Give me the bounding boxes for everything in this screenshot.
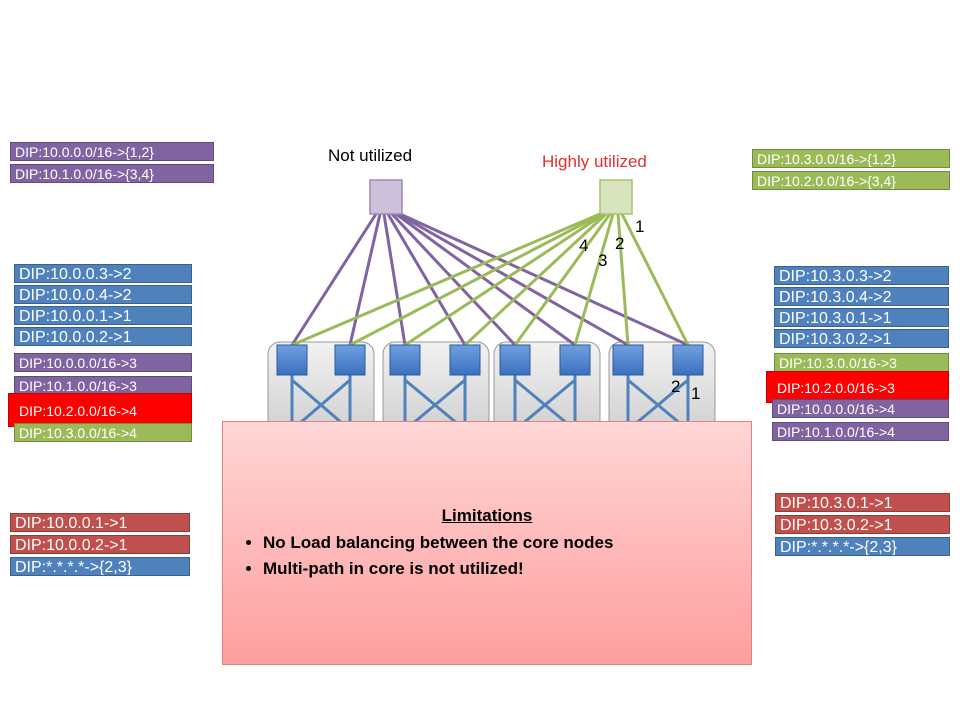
route-entry: DIP:10.0.0.0/16->4 — [772, 399, 949, 418]
route-entry: DIP:10.0.0.1->1 — [14, 306, 192, 325]
route-entry: DIP:10.3.0.2->1 — [775, 515, 950, 534]
route-entry: DIP:10.3.0.4->2 — [774, 287, 949, 306]
route-entry: DIP:10.3.0.0/16->3 — [774, 353, 949, 372]
path-number: 3 — [598, 251, 608, 270]
core-switch-right — [599, 179, 633, 215]
path-number: 1 — [635, 217, 645, 236]
path-number: 1 — [691, 384, 701, 403]
route-entry: DIP:10.0.0.2->1 — [10, 535, 190, 554]
route-entry: DIP:10.0.0.3->2 — [14, 264, 192, 283]
route-entry: DIP:10.3.0.0/16->4 — [14, 423, 192, 442]
limitations-heading: Limitations — [441, 506, 533, 525]
path-number: 2 — [615, 234, 625, 253]
core-left-title: Not utilized — [328, 146, 413, 165]
limitation-item: Multi-path in core is not utilized! — [263, 556, 613, 582]
route-entry: DIP:10.0.0.4->2 — [14, 285, 192, 304]
route-entry: DIP:10.1.0.0/16->4 — [772, 422, 949, 441]
limitation-item: No Load balancing between the core nodes — [263, 530, 613, 556]
route-entry: DIP:*.*.*.*->{2,3} — [775, 537, 950, 556]
limitations-box: Limitations No Load balancing between th… — [222, 421, 752, 665]
core-switch-left — [369, 179, 403, 215]
right-core-links — [291, 212, 690, 347]
route-entry: DIP:10.3.0.1->1 — [775, 493, 950, 512]
route-entry: DIP:10.3.0.1->1 — [774, 308, 949, 327]
path-number: 2 — [671, 377, 681, 396]
route-entry: DIP:10.0.0.2->1 — [14, 327, 192, 346]
path-number: 4 — [579, 236, 589, 255]
route-entry: DIP:10.2.0.0/16->{3,4} — [752, 171, 950, 190]
route-entry-highlight: DIP:10.2.0.0/16->4 — [8, 393, 192, 427]
left-core-links — [290, 212, 689, 347]
aggregation-switches — [276, 344, 704, 376]
route-entry: DIP:10.3.0.2->1 — [774, 329, 949, 348]
limitations-list: No Load balancing between the core nodes… — [223, 530, 613, 582]
core-right-title: Highly utilized — [542, 152, 647, 171]
intra-pod-links — [290, 372, 690, 440]
route-entry: DIP:10.0.0.0/16->3 — [14, 353, 192, 372]
route-entry: DIP:10.0.0.0/16->{1,2} — [10, 142, 214, 161]
route-entry: DIP:10.3.0.0/16->{1,2} — [752, 149, 950, 168]
route-entry: DIP:10.0.0.1->1 — [10, 513, 190, 532]
route-entry-highlight: DIP:10.2.0.0/16->3 — [766, 371, 949, 403]
route-entry: DIP:10.1.0.0/16->{3,4} — [10, 164, 214, 183]
route-entry: DIP:*.*.*.*->{2,3} — [10, 557, 190, 576]
route-entry: DIP:10.3.0.3->2 — [774, 266, 949, 285]
